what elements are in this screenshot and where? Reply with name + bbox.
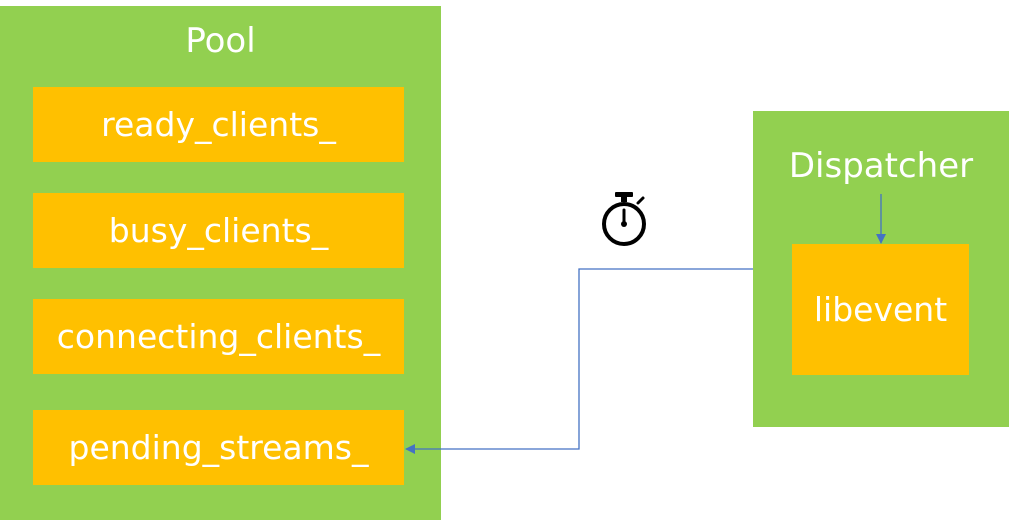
connecting-clients-box: connecting_clients_	[33, 299, 404, 374]
dispatcher-panel: Dispatcher libevent	[753, 111, 1009, 427]
pending-streams-box: pending_streams_	[33, 410, 404, 485]
pool-panel: Pool ready_clients_ busy_clients_ connec…	[0, 6, 441, 520]
busy-clients-box: busy_clients_	[33, 193, 404, 268]
dispatcher-to-pending-streams-connector	[405, 268, 753, 454]
ready-clients-box: ready_clients_	[33, 87, 404, 162]
dispatcher-title: Dispatcher	[788, 146, 974, 186]
libevent-box: libevent	[792, 244, 969, 375]
pool-title: Pool	[185, 21, 256, 61]
stopwatch-icon	[602, 192, 646, 246]
